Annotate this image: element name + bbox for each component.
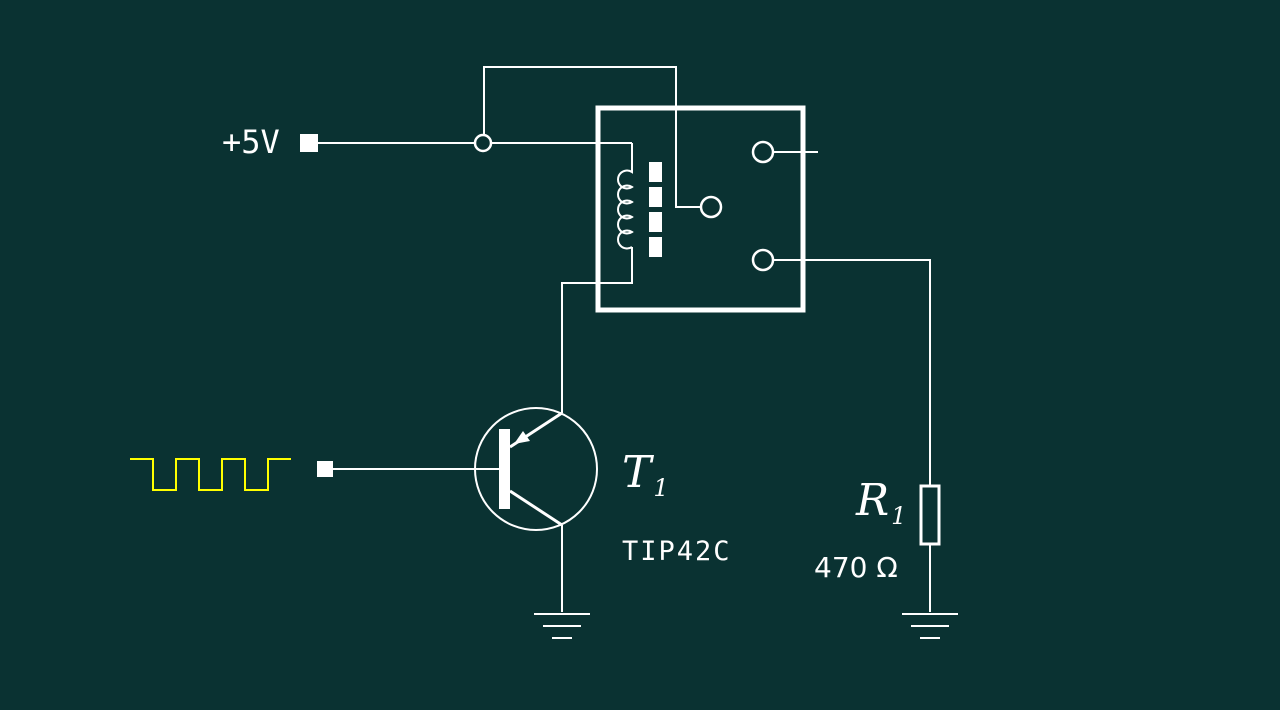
- relay-coil: [617, 143, 634, 250]
- supply-to-common-contact-wire: [483, 66, 701, 208]
- relay: [595, 105, 818, 313]
- resistor-body: [919, 484, 941, 546]
- transistor-body: [474, 407, 598, 531]
- square-wave-signal: [130, 458, 291, 491]
- resistor-ref-subscript: 1: [891, 502, 906, 530]
- resistor-ground-symbol: [902, 613, 958, 639]
- transistor-base-bar: [499, 429, 510, 509]
- input-stage: [130, 458, 499, 491]
- resistor-value-label: 470 Ω: [814, 551, 898, 584]
- linkage-dash: [649, 237, 662, 257]
- contact-to-resistor-wire: [773, 259, 931, 486]
- transistor-part-label: TIP42C: [622, 536, 732, 567]
- power-supply: +5V: [222, 66, 701, 208]
- relay-mechanical-linkage: [649, 162, 662, 257]
- coil-to-transistor-wire: [561, 247, 633, 413]
- transistor-t1: [474, 407, 598, 639]
- transistor-collector-line: [509, 489, 563, 527]
- relay-lower-contact: [751, 248, 775, 272]
- relay-upper-contact: [751, 140, 775, 164]
- supply-terminal: [300, 134, 318, 152]
- junction-node: [473, 133, 493, 153]
- input-terminal: [317, 461, 333, 477]
- transistor-ground-symbol: [534, 613, 590, 639]
- transistor-ref-subscript: 1: [653, 474, 668, 502]
- transistor-ref-label: T1: [622, 447, 669, 502]
- resistor-ref-text: R: [855, 475, 889, 526]
- relay-common-contact: [699, 195, 723, 219]
- supply-voltage-label: +5V: [222, 123, 280, 161]
- linkage-dash: [649, 212, 662, 232]
- linkage-dash: [649, 162, 662, 182]
- linkage-dash: [649, 187, 662, 207]
- resistor-r1: [902, 484, 958, 639]
- transistor-ref-text: T: [622, 447, 655, 498]
- relay-body: [595, 105, 806, 313]
- resistor-ref-label: R1: [855, 475, 906, 530]
- transistor-emitter-arrow: [514, 431, 530, 444]
